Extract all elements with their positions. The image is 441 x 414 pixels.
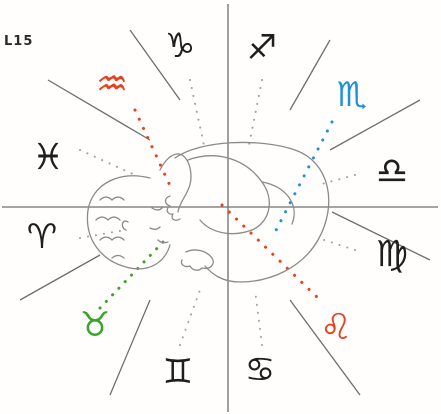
fetus-face (150, 208, 168, 243)
ray-taurus-green (100, 240, 165, 308)
ray-aquarius-red (135, 110, 172, 190)
fetus-ear (122, 221, 128, 230)
divider-left-lower (20, 255, 100, 300)
ray-capricorn (190, 80, 205, 150)
cancer-symbol: ♋ (241, 351, 279, 389)
grey-dotted-rays (80, 80, 355, 345)
fetus-back-outline (175, 142, 329, 282)
fetus-illustration (87, 142, 328, 282)
ray-leo-red (222, 205, 320, 300)
ray-sagittarius (248, 80, 262, 150)
aquarius-symbol: ♒ (92, 65, 132, 105)
ray-gemini (180, 290, 200, 345)
sector-dividers (2, 4, 438, 412)
fetus-foot (181, 250, 213, 270)
pisces-symbol: ♓ (28, 138, 68, 178)
taurus-symbol: ♉ (76, 306, 114, 344)
ray-pisces (80, 150, 135, 175)
sagittarius-symbol: ♐ (243, 29, 281, 67)
ray-cancer (255, 290, 262, 345)
virgo-symbol: ♍ (372, 235, 412, 275)
scorpio-symbol: ♏ (333, 76, 371, 114)
fetus-hand (166, 196, 181, 220)
divider-upper-right (290, 40, 330, 110)
aries-symbol: ♈ (23, 218, 61, 256)
fetus-hair (96, 197, 124, 258)
capricorn-symbol: ♑ (161, 27, 199, 65)
divider-lower-left (110, 300, 150, 395)
fetus-arm (160, 154, 191, 212)
gemini-symbol: ♊ (159, 353, 197, 391)
ray-scorpio-blue (272, 122, 332, 238)
leo-symbol: ♌ (316, 308, 356, 348)
ray-virgo (318, 238, 355, 250)
libra-symbol: ♎ (372, 152, 412, 192)
